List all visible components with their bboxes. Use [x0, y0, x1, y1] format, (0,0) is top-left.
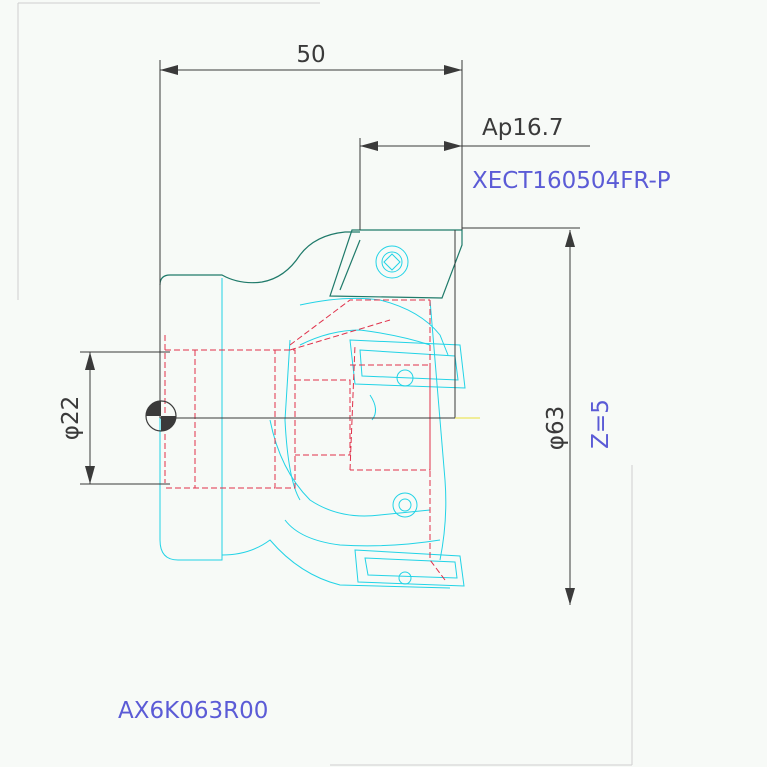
cutter-body [159, 245, 466, 589]
hidden-lines [164, 299, 446, 581]
depth-of-cut-label: Ap16.7 [482, 115, 564, 141]
length-dimension-label: 50 [296, 42, 325, 68]
teeth-count-label: Z=5 [588, 399, 614, 449]
bore-diameter-label: φ22 [58, 396, 84, 440]
datum-symbol [145, 400, 177, 432]
insert-code-label: XECT160504FR-P [472, 168, 671, 194]
arrowheads [85, 65, 575, 605]
body-outline [159, 229, 463, 299]
dimension-lines [80, 60, 590, 605]
tool-code-label: AX6K063R00 [118, 698, 268, 724]
frame-lines [17, 2, 633, 766]
cutter-diameter-label: φ63 [543, 406, 569, 450]
screw-icon [383, 253, 401, 271]
